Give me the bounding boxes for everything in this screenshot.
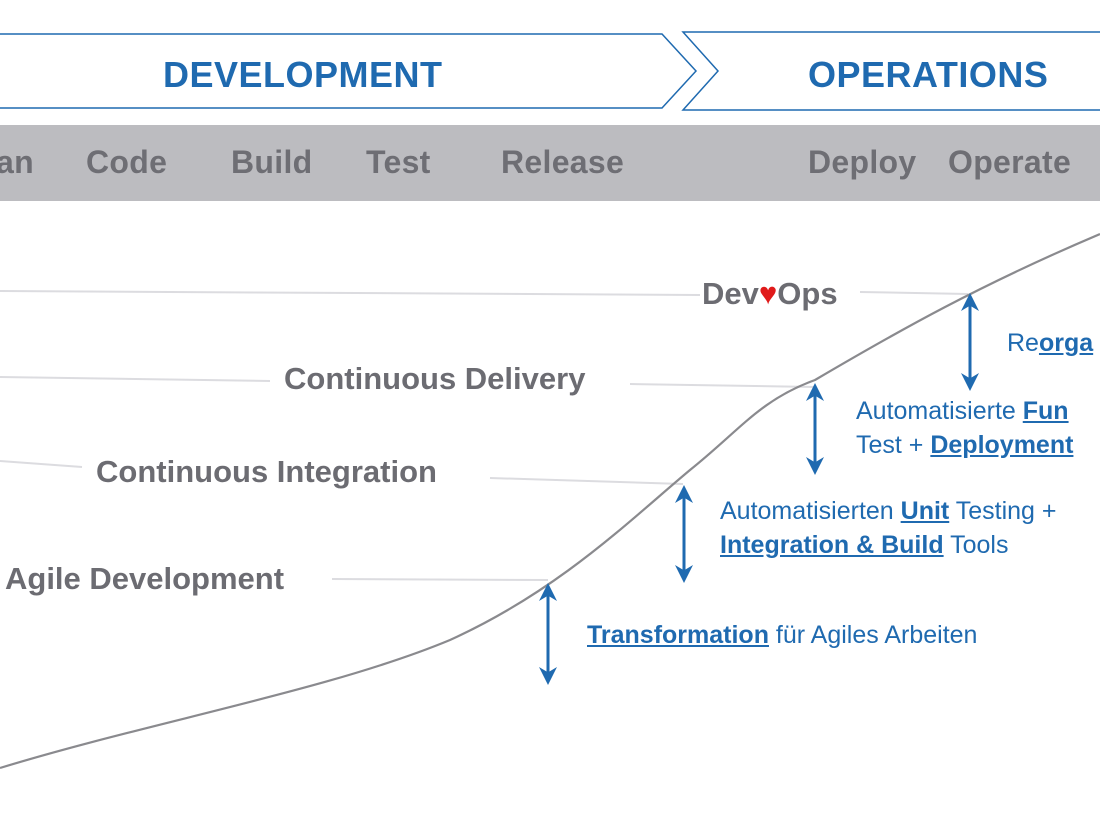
- note-continuous-integration: Automatisierten Unit Testing + Integrati…: [720, 494, 1057, 562]
- note-reorg-highlight[interactable]: orga: [1038, 329, 1094, 357]
- note-ci-line2: Integration & Build Tools: [720, 528, 1057, 562]
- milestone-devops: Dev♥Ops: [700, 276, 840, 312]
- note-cd-line2-highlight[interactable]: Deployment: [930, 431, 1074, 459]
- note-reorganisation: Reorga: [1007, 326, 1093, 360]
- milestone-agile-development: Agile Development: [3, 561, 287, 597]
- note-reorg-prefix: Re: [1007, 329, 1039, 357]
- development-chevron: [0, 33, 698, 109]
- note-agile-suffix: für Agiles Arbeiten: [768, 621, 978, 649]
- stage-build: Build: [231, 144, 313, 180]
- note-cd-line1-prefix: Automatisierte: [856, 397, 1023, 425]
- note-ci-line1-prefix: Automatisierten: [720, 497, 901, 525]
- note-cd-line2-prefix: Test +: [856, 431, 931, 459]
- note-cd-line2: Test + Deployment: [856, 428, 1073, 462]
- note-cd-line1-highlight[interactable]: Fun: [1022, 397, 1069, 425]
- note-ci-line2-suffix: Tools: [943, 531, 1009, 559]
- note-cd-line1: Automatisierte Fun: [856, 394, 1073, 428]
- stage-operate: Operate: [948, 144, 1072, 180]
- stage-plan: an: [0, 144, 34, 180]
- note-ci-line1: Automatisierten Unit Testing +: [720, 494, 1057, 528]
- stage-test: Test: [366, 144, 431, 180]
- note-ci-line2-highlight[interactable]: Integration & Build: [720, 531, 944, 559]
- stage-code: Code: [86, 144, 168, 180]
- note-continuous-delivery: Automatisierte Fun Test + Deployment: [856, 394, 1073, 462]
- stage-bar: [0, 125, 1100, 201]
- note-agile-highlight[interactable]: Transformation: [587, 621, 769, 649]
- devops-dev-text: Dev: [702, 276, 759, 311]
- note-ci-line1-suffix: Testing +: [949, 497, 1057, 525]
- devops-ops-text: Ops: [777, 276, 838, 311]
- maturity-curve: [0, 232, 1100, 770]
- operations-chevron: [681, 31, 1100, 111]
- heart-icon: ♥: [758, 276, 778, 311]
- operations-label: OPERATIONS: [808, 54, 1049, 95]
- guide-lines: [0, 290, 969, 581]
- note-agile: Transformation für Agiles Arbeiten: [587, 618, 977, 652]
- development-label: DEVELOPMENT: [163, 54, 443, 95]
- note-ci-line1-highlight[interactable]: Unit: [900, 497, 950, 525]
- stage-release: Release: [501, 144, 625, 180]
- stage-deploy: Deploy: [808, 144, 917, 180]
- milestone-continuous-integration: Continuous Integration: [94, 454, 439, 490]
- milestone-continuous-delivery: Continuous Delivery: [282, 361, 588, 397]
